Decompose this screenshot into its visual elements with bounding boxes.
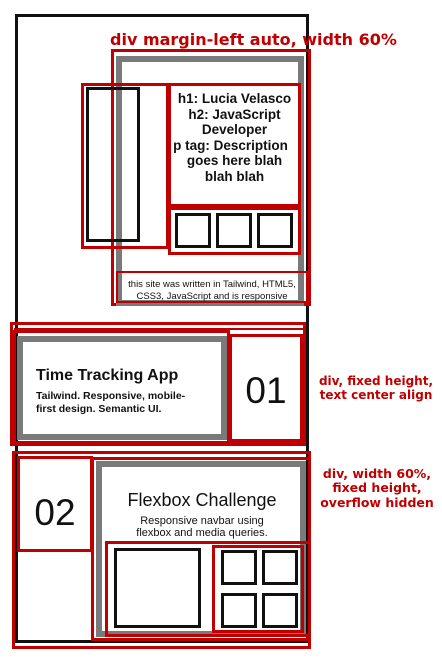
project1-title: Time Tracking App <box>36 367 179 384</box>
hero-text-box <box>168 83 301 207</box>
project2-image-large <box>114 548 201 628</box>
project2-image-small-2 <box>262 550 298 585</box>
hero-image-placeholder <box>86 87 140 242</box>
project2-image-grid-outline <box>212 545 304 633</box>
hero-p-line3: blah blah <box>204 168 265 184</box>
project2-desc-line1: Responsive navbar using <box>140 515 264 527</box>
project1-card-frame <box>17 336 227 440</box>
hero-footer-outline <box>116 271 308 303</box>
hero-p-line1: p tag: Description <box>173 137 288 153</box>
project2-image-small-4 <box>262 593 298 628</box>
project1-number: 01 <box>245 370 287 411</box>
project2-desc: Responsive navbar using flexbox and medi… <box>102 515 302 539</box>
annotation-middle-line2: text center align <box>319 387 433 402</box>
hero-left-column-outline <box>81 83 169 249</box>
annotation-bottom-line3: overflow hidden <box>320 494 434 510</box>
hero-icon-box-2 <box>216 213 252 248</box>
project2-number: 02 <box>34 492 76 533</box>
annotation-middle: div, fixed height, text center align <box>313 374 439 403</box>
project1-desc-line1: Tailwind. Responsive, mobile- <box>36 390 186 402</box>
hero-icons-row-outline <box>168 207 301 255</box>
project2-title: Flexbox Challenge <box>127 490 277 510</box>
hero-h2-line1: h2: JavaScript <box>188 106 281 122</box>
hero-card-frame <box>116 56 304 306</box>
hero-footer-line1: this site was written in Tailwind, HTML5… <box>128 279 296 290</box>
project2-desc-line2: flexbox and media queries. <box>136 527 268 539</box>
annotation-bottom-line1: div, width 60%, <box>322 466 432 481</box>
hero-icon-box-1 <box>175 213 211 248</box>
hero-p-line2: goes here blah <box>186 153 283 168</box>
hero-text: h1: Lucia Velasco h2: JavaScript Develop… <box>168 91 301 184</box>
project2-images-outline <box>105 541 311 637</box>
project1-desc-line2: first design. Semantic UI. <box>36 403 162 415</box>
annotation-bottom-line2: fixed height, <box>332 480 422 496</box>
project1-number-box <box>229 334 303 442</box>
annotation-middle-line1: div, fixed height, <box>318 374 434 388</box>
project2-image-small-3 <box>221 593 257 628</box>
hero-h1: h1: Lucia Velasco <box>177 91 292 106</box>
hero-footer-text: this site was written in Tailwind, HTML5… <box>113 279 311 303</box>
hero-icon-box-3 <box>257 213 293 248</box>
project1-desc: Tailwind. Responsive, mobile- first desi… <box>36 390 185 416</box>
project1-card-outline <box>13 330 230 444</box>
hero-h2-line2: Developer <box>201 122 268 137</box>
hero-footer-line2: CSS3, JavaScript and is responsive <box>136 291 288 302</box>
annotation-top: div margin-left auto, width 60% <box>110 30 397 49</box>
annotation-bottom: div, width 60%, fixed height, overflow h… <box>314 466 440 510</box>
project2-image-small-1 <box>221 550 257 585</box>
